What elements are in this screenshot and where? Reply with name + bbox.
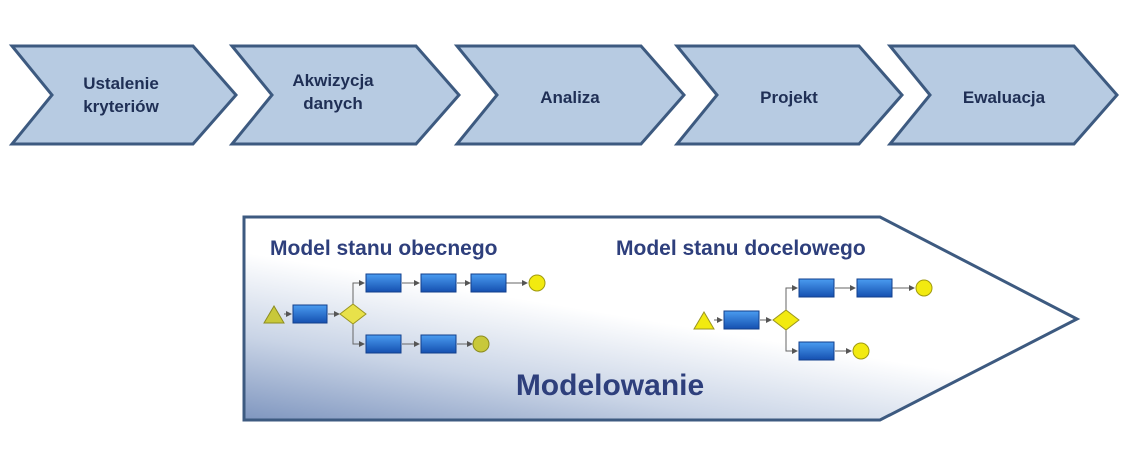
step-chevron-2: Akwizycja danych [228,44,461,146]
current-model: Model stanu obecnego [263,237,546,354]
target-model-title: Model stanu docelowego [616,237,866,260]
task-box [856,278,893,298]
task-box [798,278,835,298]
start-event-triangle-icon [693,311,715,330]
step-label-line1: Ustalenie [83,74,159,93]
current-model-title: Model stanu obecnego [270,237,498,260]
end-event-circle-icon [852,342,870,360]
target-model: Model stanu docelowego [616,237,933,361]
step-chevron-3: Analiza [453,44,686,146]
step-label: Analiza [540,88,600,107]
step-label: Ewaluacja [963,88,1046,107]
gateway-diamond-icon [772,309,800,331]
end-event-circle-icon [528,274,546,292]
end-event-circle-icon [915,279,933,297]
end-event-circle-icon [472,335,490,353]
step-label-line1: Akwizycja [292,71,374,90]
task-box [470,273,507,293]
step-chevron-1: Ustalenie kryteriów [8,44,238,146]
step-label-line2: kryteriów [83,97,159,116]
gateway-diamond-icon [339,303,367,325]
task-box [798,341,835,361]
task-box [365,334,402,354]
modeling-arrow: Modelowanie [242,215,1081,422]
step-label: Projekt [760,88,818,107]
task-box [292,304,328,324]
step-chevron-4: Projekt [673,44,904,146]
modeling-label: Modelowanie [516,369,704,402]
task-box [420,273,457,293]
task-box [365,273,402,293]
start-event-triangle-icon [263,305,285,324]
task-box [723,310,760,330]
step-label-line2: danych [303,94,363,113]
step-chevron-5: Ewaluacja [886,44,1119,146]
task-box [420,334,457,354]
